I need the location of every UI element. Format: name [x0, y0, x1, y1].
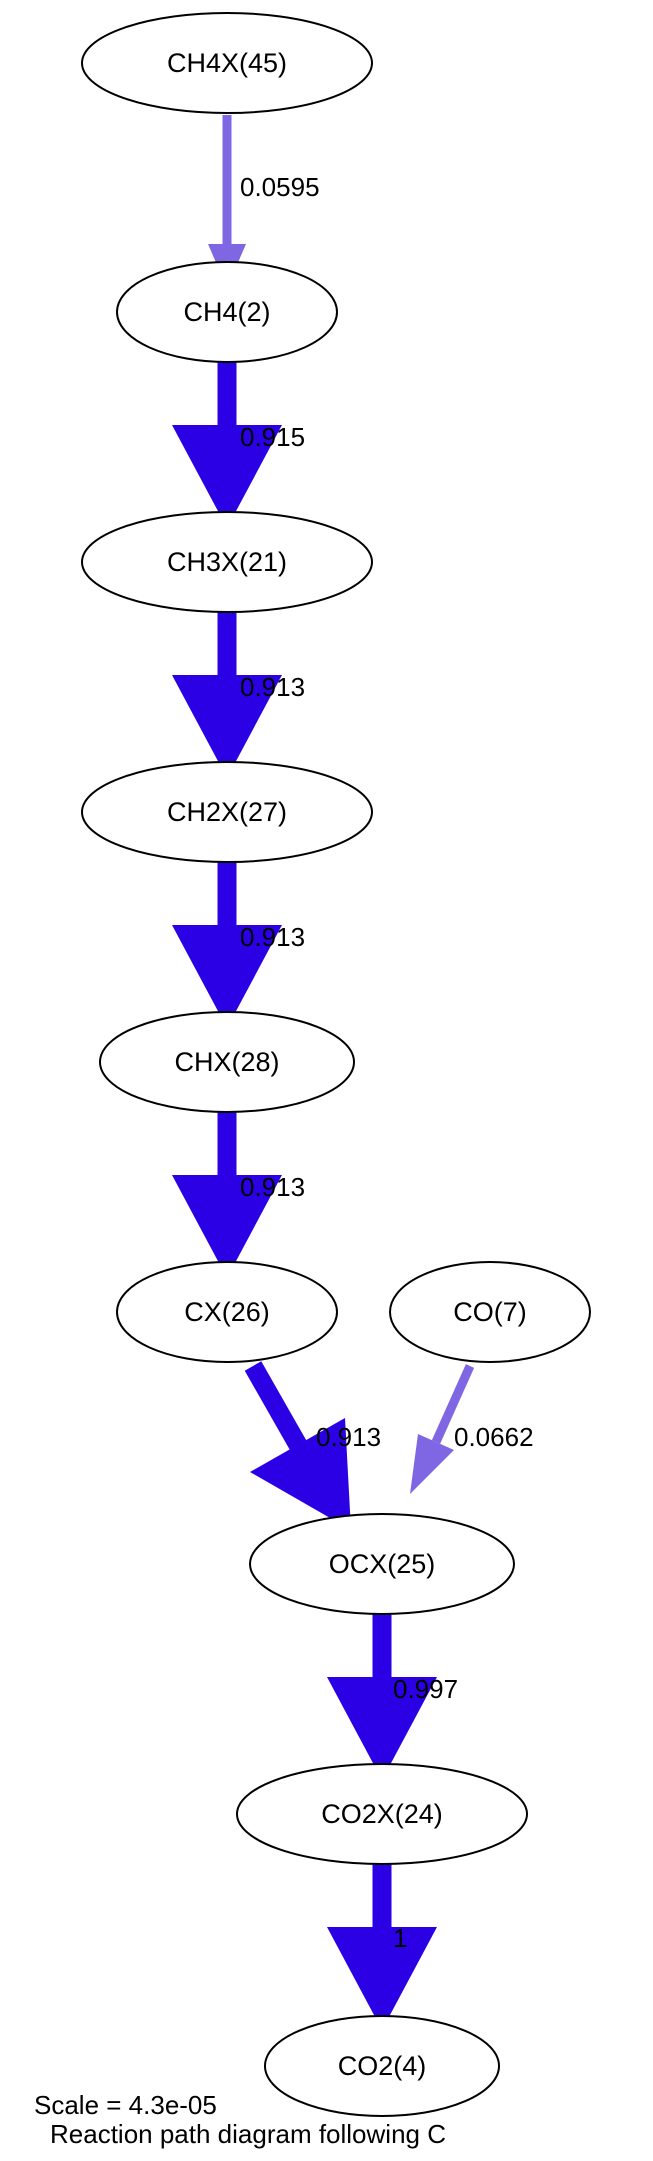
node-label: OCX(25)	[329, 1549, 436, 1579]
node-co: CO(7)	[389, 1261, 591, 1363]
node-shape	[81, 12, 373, 114]
edge-cx-to-ocx: 0.913	[244, 1361, 381, 1530]
edge-ocx-to-co2x: 0.997	[327, 1614, 458, 1780]
node-label: CO2X(24)	[321, 1799, 443, 1829]
edge-arrowhead	[250, 1418, 351, 1530]
edge-line	[431, 1364, 475, 1444]
edge-ch2x-to-chx: 0.913	[172, 862, 305, 1028]
node-label: CH3X(21)	[167, 547, 287, 577]
node-label: CH4(2)	[183, 297, 270, 327]
edge-arrowhead	[172, 1175, 282, 1278]
node-shape	[249, 1513, 515, 1615]
edge-ch4-to-ch3x: 0.915	[172, 362, 305, 528]
edge-label: 0.0662	[454, 1422, 534, 1452]
node-cx: CX(26)	[116, 1261, 338, 1363]
node-shape	[264, 2015, 500, 2117]
node-shape	[116, 1261, 338, 1363]
caption-scale: Scale = 4.3e-05	[34, 2090, 217, 2120]
node-label: CHX(28)	[174, 1047, 279, 1077]
node-ch2x: CH2X(27)	[81, 761, 373, 863]
node-ocx: OCX(25)	[249, 1513, 515, 1615]
node-shape	[99, 1011, 355, 1113]
edge-label: 0.915	[240, 422, 305, 452]
edge-ch3x-to-ch2x: 0.913	[172, 612, 305, 778]
edge-label: 0.913	[316, 1422, 381, 1452]
edge-arrowhead	[327, 1927, 437, 2030]
node-co2x: CO2X(24)	[236, 1763, 528, 1865]
edge-label: 0.913	[240, 1172, 305, 1202]
node-label: CH4X(45)	[167, 48, 287, 78]
edge-label: 1	[393, 1923, 407, 1953]
node-ch3x: CH3X(21)	[81, 511, 373, 613]
edge-arrowhead	[410, 1434, 454, 1494]
node-label: CH2X(27)	[167, 797, 287, 827]
node-shape	[116, 261, 338, 363]
edge-chx-to-cx: 0.913	[172, 1112, 305, 1278]
edge-label: 0.913	[240, 922, 305, 952]
edge-co2x-to-co2: 1	[327, 1864, 437, 2030]
edge-arrowhead	[172, 425, 282, 528]
node-label: CX(26)	[184, 1297, 270, 1327]
edge-co-to-ocx: 0.0662	[410, 1364, 534, 1494]
edge-arrowhead	[172, 675, 282, 778]
node-label: CO2(4)	[338, 2051, 427, 2081]
edge-label: 0.997	[393, 1674, 458, 1704]
node-label: CO(7)	[453, 1297, 527, 1327]
node-shape	[389, 1261, 591, 1363]
caption-title: Reaction path diagram following C	[50, 2119, 446, 2149]
edge-label: 0.0595	[240, 172, 320, 202]
node-shape	[81, 761, 373, 863]
node-co2: CO2(4)	[264, 2015, 500, 2117]
edge-label: 0.913	[240, 672, 305, 702]
edge-arrowhead	[172, 925, 282, 1028]
node-shape	[81, 511, 373, 613]
node-ch4: CH4(2)	[116, 261, 338, 363]
node-ch4x: CH4X(45)	[81, 12, 373, 114]
node-chx: CHX(28)	[99, 1011, 355, 1113]
edge-line	[244, 1361, 307, 1450]
node-shape	[236, 1763, 528, 1865]
edge-arrowhead	[327, 1677, 437, 1780]
